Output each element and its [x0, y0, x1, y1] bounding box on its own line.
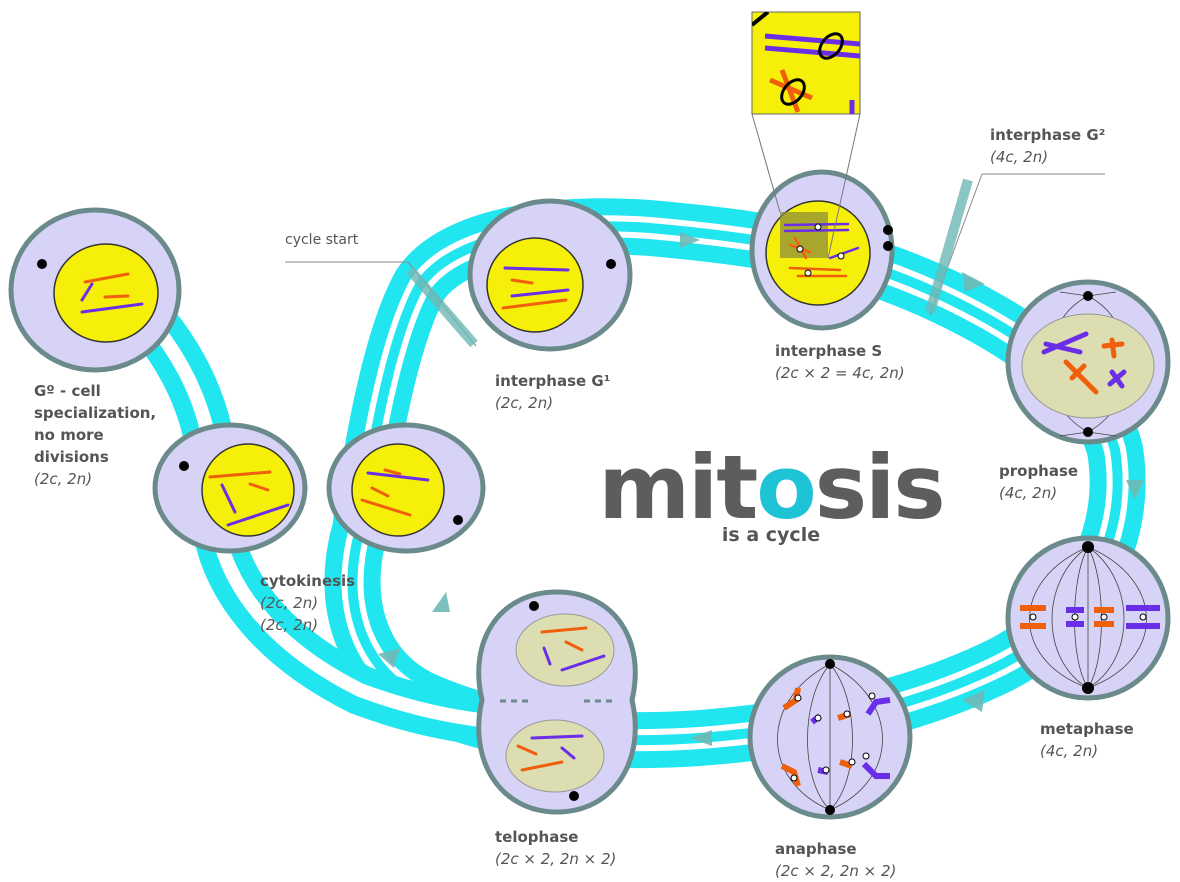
stage-label-prophase: prophase (4c, 2n) — [999, 460, 1078, 504]
title-part: sis — [814, 436, 946, 539]
stage-label-anaphase: anaphase (2c × 2, 2n × 2) — [775, 838, 896, 882]
stage-name: anaphase — [775, 840, 857, 858]
cycle-start-pointer — [285, 261, 478, 348]
cell-g1 — [467, 198, 633, 352]
cycle-start-label: cycle start — [285, 232, 359, 248]
stage-notation: (4c, 2n) — [1040, 742, 1099, 760]
cycle-arrows — [378, 232, 1144, 746]
stage-label-g0: Gº - cell specialization, no more divisi… — [34, 380, 156, 490]
zoom-inset — [751, 11, 861, 259]
diagram-subtitle: is a cycle — [721, 524, 821, 546]
stage-label-metaphase: metaphase (4c, 2n) — [1040, 718, 1134, 762]
stage-name: prophase — [999, 462, 1079, 480]
g0-branch — [130, 304, 484, 745]
cell-metaphase — [1005, 535, 1171, 701]
stage-notation: (2c, 2n) — [260, 594, 319, 612]
stage-notation: (2c × 2 = 4c, 2n) — [775, 364, 905, 382]
stage-notation: (4c, 2n) — [999, 484, 1058, 502]
stage-name: cytokinesis — [260, 572, 356, 590]
arrow-g1-s — [680, 232, 700, 248]
stage-name: divisions — [34, 448, 109, 466]
cell-g0-daughter — [152, 422, 308, 554]
stage-label-s: interphase S (2c × 2 = 4c, 2n) — [775, 340, 905, 384]
stage-name: no more — [34, 426, 104, 444]
cycle-ring — [324, 198, 1146, 769]
cell-telophase — [476, 589, 638, 815]
arrow-metaphase-anaphase — [962, 690, 985, 712]
stage-notation: (2c, 2n) — [260, 616, 319, 634]
stage-name: Gº - cell — [34, 382, 101, 400]
stage-label-cytokinesis: cytokinesis (2c, 2n) (2c, 2n) — [260, 570, 355, 636]
stage-name: specialization, — [34, 404, 157, 422]
stage-notation: (2c, 2n) — [34, 470, 93, 488]
arrow-anaphase-telophase — [690, 730, 712, 746]
arrow-prophase-metaphase — [1126, 480, 1144, 500]
stage-name: interphase G² — [990, 126, 1106, 144]
cell-g0 — [8, 207, 182, 373]
arrow-telophase-cytokinesis — [432, 592, 450, 612]
arrow-branch — [378, 648, 400, 668]
stage-notation: (2c, 2n) — [495, 394, 554, 412]
title-accent: o — [756, 436, 816, 539]
stage-label-g1: interphase G¹ (2c, 2n) — [495, 370, 610, 414]
stage-name: metaphase — [1040, 720, 1134, 738]
cell-anaphase — [747, 654, 913, 820]
stage-notation: (4c, 2n) — [990, 148, 1049, 166]
cell-cytokinesis — [326, 422, 486, 554]
cell-prophase — [1005, 279, 1171, 445]
stage-name: interphase S — [775, 342, 883, 360]
stage-label-telophase: telophase (2c × 2, 2n × 2) — [495, 826, 616, 870]
arrow-s-g2 — [962, 272, 985, 292]
cell-interphase-s — [749, 169, 895, 331]
stage-notation: (2c × 2, 2n × 2) — [495, 850, 617, 868]
title-part: mit — [598, 436, 758, 539]
stage-name: interphase G¹ — [495, 372, 611, 390]
stage-label-g2: interphase G² (4c, 2n) — [990, 124, 1105, 168]
g2-pointer — [925, 173, 1105, 316]
stage-notation: (2c × 2, 2n × 2) — [775, 862, 897, 880]
stage-name: telophase — [495, 828, 579, 846]
diagram-title: mitosis — [596, 438, 946, 538]
